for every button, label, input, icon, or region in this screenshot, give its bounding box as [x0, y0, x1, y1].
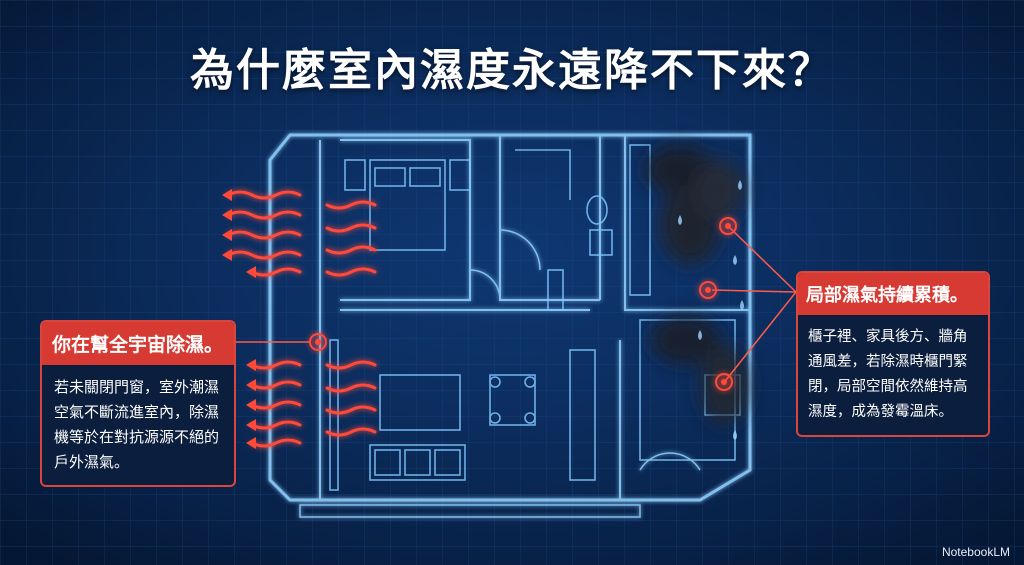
callout-right-body: 櫃子裡、家具後方、牆角通風差，若除濕時櫃門緊閉，局部空間依然維持高濕度，成為發霉…	[808, 329, 968, 420]
bathroom-fixtures	[515, 149, 613, 311]
water-droplets	[678, 180, 744, 440]
target-markers-right	[699, 217, 737, 391]
callout-right-heading: 局部濕氣持續累積。	[798, 273, 988, 315]
callout-left-heading: 你在幫全宇宙除濕。	[42, 322, 234, 365]
callout-left-body: 若未關閉門窗，室外潮濕空氣不斷流進室內，除濕機等於在對抗源源不絕的戶外濕氣。	[54, 378, 220, 471]
leader-lines-right	[711, 227, 797, 381]
mold-cloud-upper	[645, 145, 745, 265]
callout-outdoor-humidity: 你在幫全宇宙除濕。 若未關閉門窗，室外潮濕空氣不斷流進室內，除濕機等於在對抗源源…	[40, 320, 236, 487]
living-room-furniture	[329, 339, 596, 491]
moisture-inflow-arrows-upper	[226, 190, 377, 277]
moisture-inflow-arrowheads-upper	[222, 189, 256, 278]
page-title: 為什麼室內濕度永遠降不下來？	[190, 45, 834, 96]
apartment-walls	[268, 133, 752, 518]
notebooklm-watermark: NotebookLM	[941, 545, 1010, 559]
target-marker-left	[309, 333, 327, 351]
moisture-inflow-arrowheads-lower	[246, 359, 256, 449]
moisture-inflow-arrows-lower	[250, 360, 377, 448]
bedroom-bed	[344, 159, 471, 251]
callout-local-moisture: 局部濕氣持續累積。 櫃子裡、家具後方、牆角通風差，若除濕時櫃門緊閉，局部空間依然…	[796, 271, 990, 437]
